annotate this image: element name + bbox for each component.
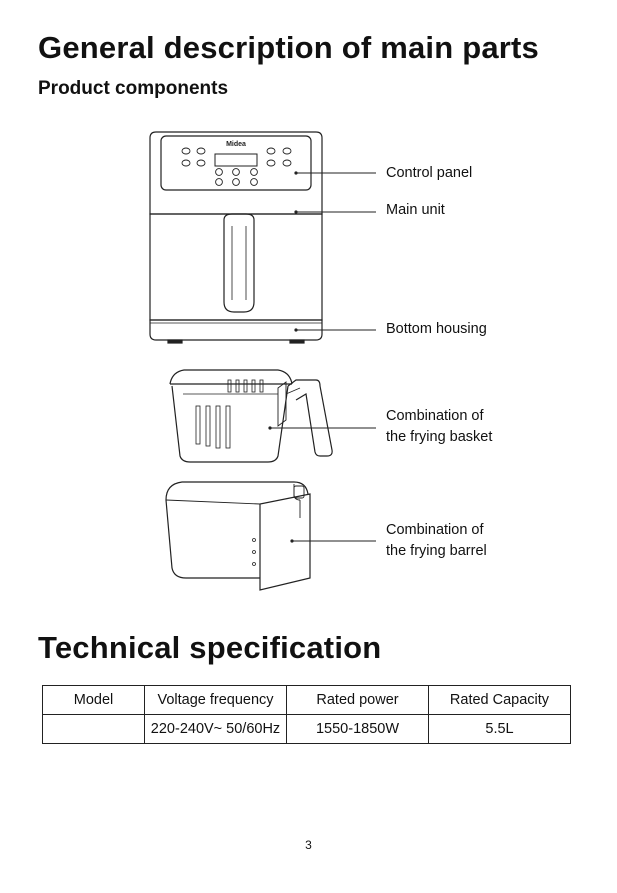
spec-table: Model Voltage frequency Rated power Rate… [42, 685, 571, 744]
spec-header-voltage: Voltage frequency [144, 685, 287, 715]
brand-logo: Midea [226, 141, 246, 148]
callout-bottom-housing: Bottom housing [386, 321, 487, 337]
spec-header-row: Model Voltage frequency Rated power Rate… [42, 685, 571, 715]
spec-value-power: 1550-1850W [286, 714, 429, 744]
frying-barrel [165, 481, 311, 591]
page-number: 3 [305, 838, 312, 852]
spec-header-power: Rated power [286, 685, 429, 715]
air-fryer-unit [149, 131, 323, 344]
spec-section-title: Technical specification [38, 630, 382, 665]
page-title: General description of main parts [38, 30, 539, 65]
callout-frying-barrel: Combination of the frying barrel [386, 522, 487, 559]
section-subtitle: Product components [38, 78, 229, 99]
callout-frying-basket: Combination of the frying basket [386, 408, 493, 445]
spec-header-capacity: Rated Capacity [428, 685, 571, 715]
spec-value-capacity: 5.5L [428, 714, 571, 744]
callout-main-unit: Main unit [386, 202, 445, 218]
callout-control-panel: Control panel [386, 165, 473, 181]
spec-value-voltage: 220-240V~ 50/60Hz [144, 714, 287, 744]
spec-header-model: Model [42, 685, 145, 715]
frying-basket [169, 369, 333, 463]
spec-value-row: 220-240V~ 50/60Hz 1550-1850W 5.5L [42, 714, 571, 744]
callout-leader-lines [270, 172, 376, 542]
spec-value-model [42, 714, 145, 744]
